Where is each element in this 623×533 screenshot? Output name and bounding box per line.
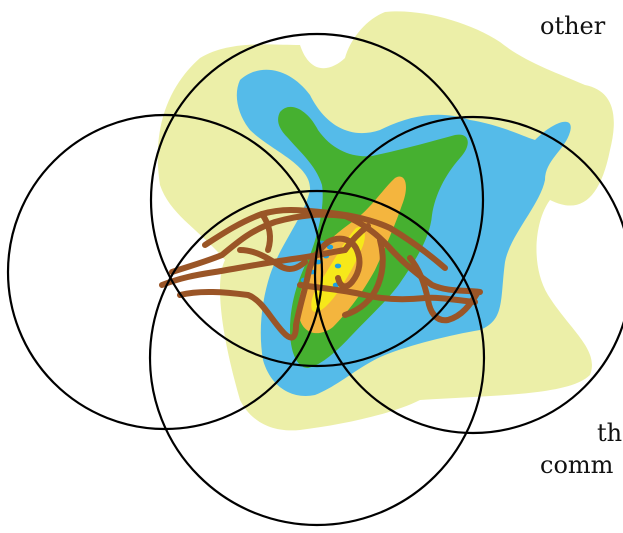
blue-dot <box>335 264 341 269</box>
caption-th: th <box>597 421 622 445</box>
caption-comm: comm <box>540 453 613 477</box>
caption-other: other <box>540 14 605 38</box>
